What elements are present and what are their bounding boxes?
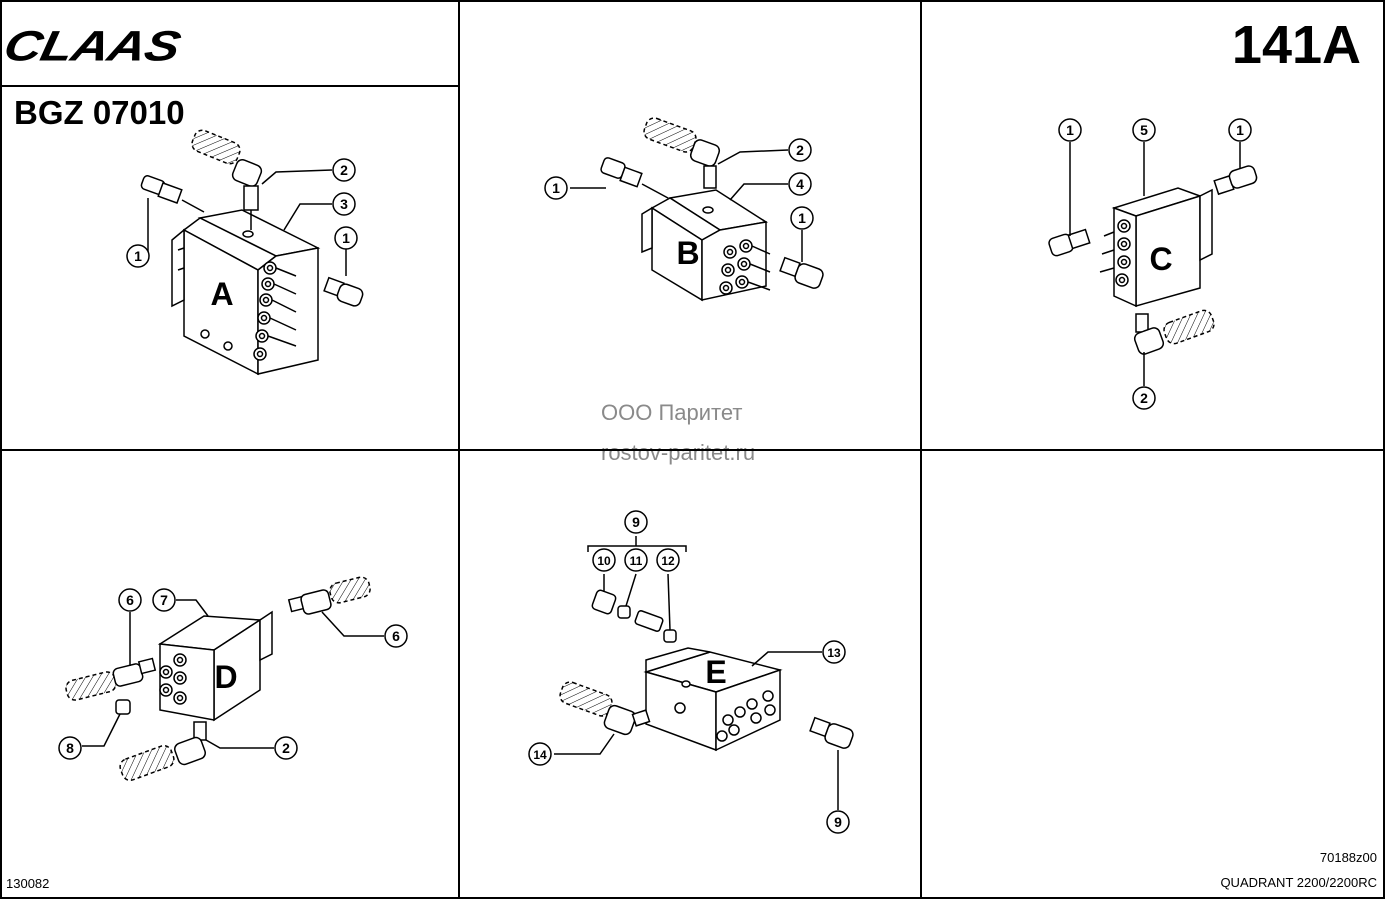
connector-b-left (600, 157, 669, 199)
callout-circle (624, 510, 648, 534)
callout-circle (334, 226, 358, 250)
doc-number: 130082 (6, 876, 50, 891)
block-label-e: E (705, 654, 726, 690)
panel-e (554, 536, 854, 810)
callout-label: 3 (340, 196, 348, 212)
callout-circle (332, 158, 356, 182)
callout-label: 2 (796, 142, 804, 158)
callout-label: 2 (1140, 390, 1148, 406)
panel-a (140, 129, 364, 376)
callout-circle (592, 548, 616, 572)
callout-label: 1 (134, 248, 142, 264)
outlet-ports-c (1099, 219, 1131, 287)
callout-circle (274, 736, 298, 760)
elbow-fitting-b (643, 117, 721, 189)
elbow-fitting-d (119, 721, 207, 782)
leaders-c (1069, 142, 1241, 386)
block-label-a: A (210, 276, 233, 312)
callout-circle (788, 172, 812, 196)
connector-d-right (287, 576, 371, 615)
callout-label: 7 (160, 592, 168, 608)
valve-block-a (171, 209, 321, 376)
callout-circle (1132, 118, 1156, 142)
group-code: BGZ 07010 (14, 94, 185, 131)
callout-label: 6 (392, 628, 400, 644)
bracket-e (587, 536, 687, 552)
callout-circle (118, 588, 142, 612)
model-name: QUADRANT 2200/2200RC (1220, 875, 1377, 890)
callout-circle (1058, 118, 1082, 142)
leaders-d (82, 599, 384, 749)
elbow-fitting-c (1133, 309, 1215, 355)
leaders-b (570, 149, 803, 262)
callout-label: 9 (632, 514, 640, 530)
leaders-e (554, 573, 839, 810)
callout-circle (1228, 118, 1252, 142)
callout-label: 1 (552, 180, 560, 196)
callout-label: 11 (630, 554, 643, 568)
callout-circle (332, 192, 356, 216)
sheet-number: 141A (1231, 15, 1361, 75)
callout-circle (656, 548, 680, 572)
callout-label: 4 (796, 176, 804, 192)
connector-c-right (1213, 165, 1258, 196)
panel-c (1048, 142, 1258, 386)
fitting-parts-9 (591, 589, 677, 643)
block-letters: A B C D E (210, 235, 1172, 695)
callout-label: 10 (597, 554, 611, 568)
callout-label: 1 (1236, 122, 1244, 138)
callout-label: 9 (834, 814, 842, 830)
outlet-ports-a (253, 261, 297, 361)
callout-label: 14 (533, 748, 547, 762)
callout-circle (58, 736, 82, 760)
callout-label: 8 (66, 740, 74, 756)
callout-circle (790, 206, 814, 230)
connector-d-left (65, 657, 157, 701)
panel-d (65, 576, 384, 782)
callout-label: 1 (342, 230, 350, 246)
callout-circle (826, 810, 850, 834)
callout-label: 12 (661, 554, 675, 568)
leaders-a (147, 169, 347, 276)
watermark-company: ООО Паритет (601, 400, 743, 425)
callout-label: 13 (827, 646, 841, 660)
callout-label: 5 (1140, 122, 1148, 138)
callout-circle (126, 244, 150, 268)
callout-label: 1 (1066, 122, 1074, 138)
outlet-ports-e (674, 690, 776, 742)
callout-label: 1 (798, 210, 806, 226)
outlet-ports-b (719, 239, 771, 295)
valve-block-d (157, 610, 273, 722)
connector-a-right (323, 276, 364, 307)
connector-b-right (779, 256, 824, 289)
callout-circle (384, 624, 408, 648)
watermark-url: rostov-paritet.ru (601, 440, 756, 465)
outlet-ports-d (159, 653, 187, 705)
drawing-number: 70188z00 (1319, 850, 1377, 865)
connector-c-left (1048, 228, 1091, 257)
callout-label: 2 (340, 162, 348, 178)
callout-circle (528, 742, 552, 766)
panel-b (570, 117, 824, 302)
block-label-c: C (1149, 241, 1172, 277)
callout-label: 6 (126, 592, 134, 608)
elbow-fitting-a (191, 129, 263, 230)
callout-circle (788, 138, 812, 162)
block-label-d: D (214, 659, 237, 695)
connector-e-right (809, 716, 854, 749)
callout-circle (1132, 386, 1156, 410)
block-label-b: B (676, 235, 699, 271)
callout-circle (624, 548, 648, 572)
callout-circle (822, 640, 846, 664)
callout-circle (152, 588, 176, 612)
connector-a-left (140, 175, 205, 213)
elbow-fitting-e (559, 681, 651, 736)
callout-circle (544, 176, 568, 200)
callout-label: 2 (282, 740, 290, 756)
plug-d (115, 699, 131, 715)
